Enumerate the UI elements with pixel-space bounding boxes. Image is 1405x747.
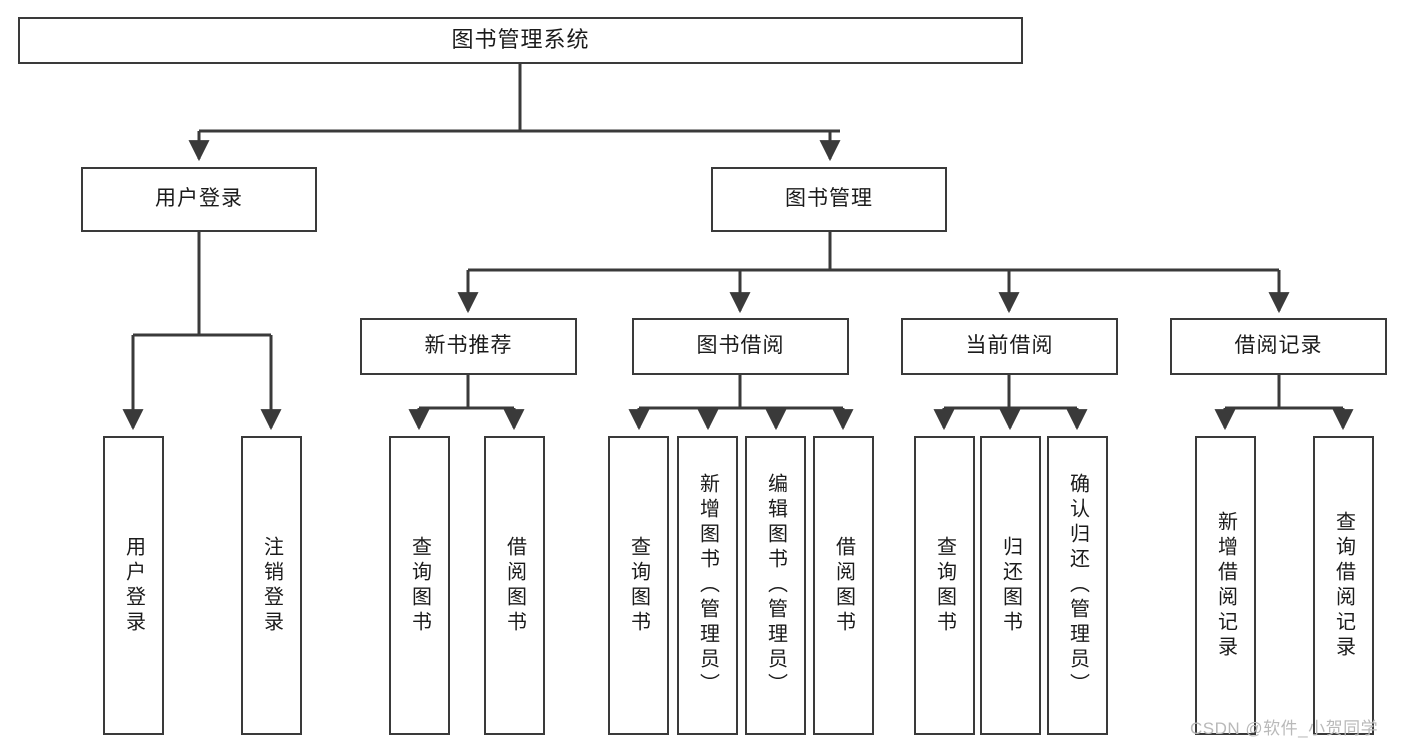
leaf-confirm-return-admin[interactable]: 确认归还（管理员）: [1047, 436, 1108, 735]
node-label: 借阅图书: [832, 535, 855, 636]
node-label: 新增借阅记录: [1214, 510, 1237, 661]
leaf-borrow-book-1[interactable]: 借阅图书: [484, 436, 545, 735]
node-label: 查询借阅记录: [1332, 510, 1355, 661]
node-label: 确认归还（管理员）: [1066, 473, 1089, 698]
leaf-user-logout[interactable]: 注销登录: [241, 436, 302, 735]
node-label: 图书管理: [785, 187, 873, 211]
node-label: 图书借阅: [696, 334, 785, 358]
node-root-system[interactable]: 图书管理系统: [18, 17, 1023, 64]
node-label: 图书管理系统: [451, 27, 590, 53]
leaf-add-borrow-record[interactable]: 新增借阅记录: [1195, 436, 1256, 735]
node-label: 查询图书: [408, 535, 431, 636]
leaf-add-book-admin[interactable]: 新增图书（管理员）: [677, 436, 738, 735]
node-user-login[interactable]: 用户登录: [81, 167, 317, 232]
watermark-text: CSDN @软件_小贺同学: [1190, 719, 1379, 738]
leaf-return-book[interactable]: 归还图书: [980, 436, 1041, 735]
node-label: 归还图书: [999, 535, 1022, 636]
node-label: 用户登录: [155, 187, 243, 211]
leaf-query-book-1[interactable]: 查询图书: [389, 436, 450, 735]
leaf-query-book-2[interactable]: 查询图书: [608, 436, 669, 735]
leaf-query-borrow-record[interactable]: 查询借阅记录: [1313, 436, 1374, 735]
node-label: 借阅图书: [503, 535, 526, 636]
node-label: 新增图书（管理员）: [696, 473, 719, 698]
node-label: 注销登录: [260, 535, 283, 636]
node-label: 用户登录: [122, 535, 145, 636]
node-label: 查询图书: [627, 535, 650, 636]
node-book-management[interactable]: 图书管理: [711, 167, 947, 232]
node-label: 新书推荐: [424, 334, 513, 358]
node-current-borrow[interactable]: 当前借阅: [901, 318, 1118, 375]
node-label: 查询图书: [933, 535, 956, 636]
leaf-borrow-book-2[interactable]: 借阅图书: [813, 436, 874, 735]
node-label: 当前借阅: [965, 334, 1054, 358]
node-new-book-recommend[interactable]: 新书推荐: [360, 318, 577, 375]
node-borrow-record[interactable]: 借阅记录: [1170, 318, 1387, 375]
node-book-borrow[interactable]: 图书借阅: [632, 318, 849, 375]
node-label: 借阅记录: [1234, 334, 1323, 358]
node-label: 编辑图书（管理员）: [764, 473, 787, 698]
leaf-edit-book-admin[interactable]: 编辑图书（管理员）: [745, 436, 806, 735]
leaf-query-book-3[interactable]: 查询图书: [914, 436, 975, 735]
leaf-user-login[interactable]: 用户登录: [103, 436, 164, 735]
